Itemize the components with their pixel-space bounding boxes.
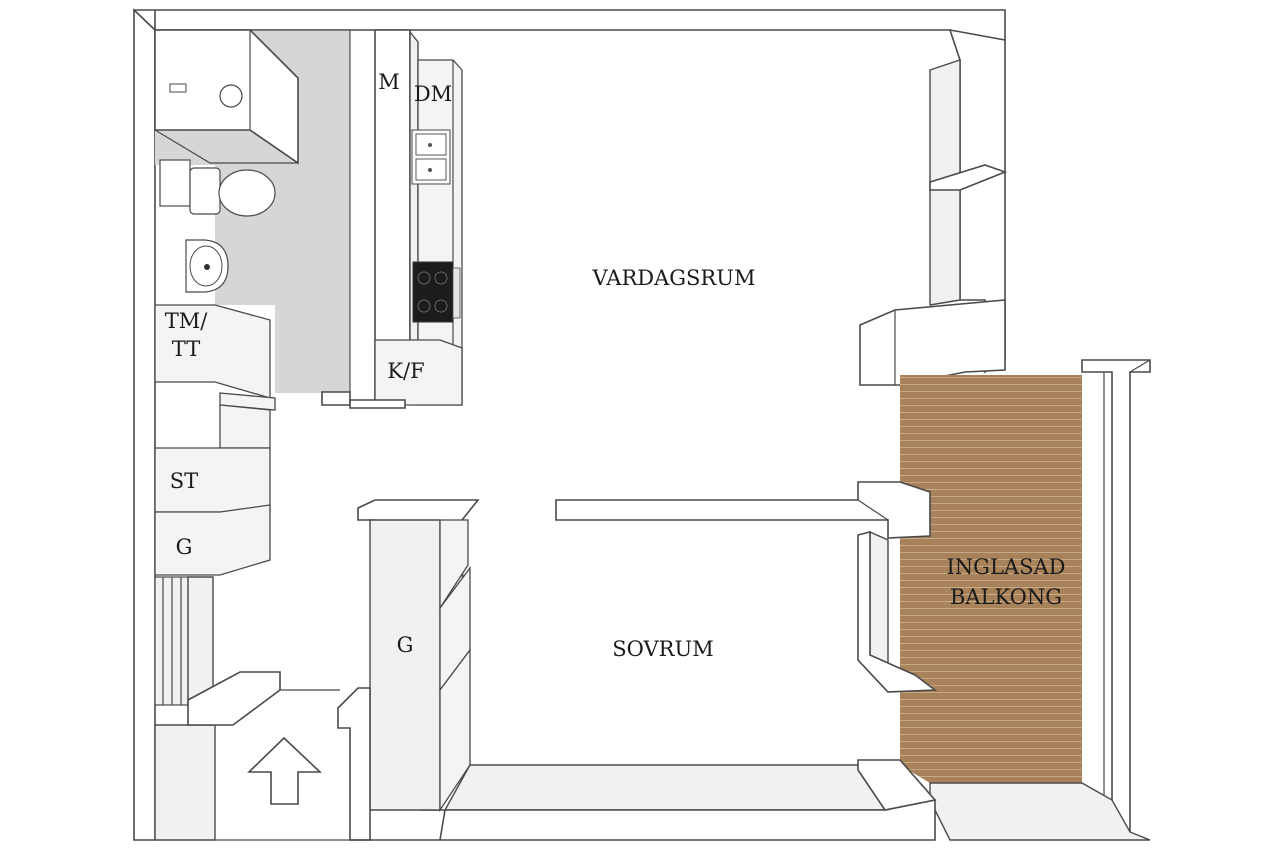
- balcony-label-2: BALKONG: [950, 585, 1062, 609]
- living-room-label: VARDAGSRUM: [592, 266, 756, 290]
- shower-icon: [154, 29, 299, 165]
- dishwasher-label: DM: [414, 82, 452, 106]
- bedroom-label: SOVRUM: [612, 637, 713, 661]
- washer-dryer-label-2: TT: [172, 337, 200, 361]
- balcony: INGLASAD BALKONG: [900, 359, 1151, 841]
- stove-icon: [412, 261, 461, 323]
- kitchen: M DM K/F: [349, 29, 463, 409]
- fridge-freezer-label: K/F: [387, 359, 424, 383]
- hall-storage: ST G: [154, 392, 281, 726]
- washer-dryer-label-1: TM/: [165, 309, 209, 333]
- entrance-walls: [215, 689, 350, 841]
- radiator-icon: [154, 576, 189, 706]
- microwave-label: M: [378, 70, 400, 94]
- balcony-floor: [900, 375, 1082, 783]
- entrance-arrow-icon: [247, 736, 323, 805]
- living-window-wall: [859, 59, 1008, 386]
- outer-walls: [133, 8, 1006, 841]
- bedroom: G SOVRUM: [337, 499, 938, 841]
- balcony-label-1: INGLASAD: [947, 555, 1066, 579]
- partition-wall: [555, 481, 931, 539]
- bedroom-wardrobe-label: G: [397, 633, 414, 657]
- kitchen-sink-icon: [411, 129, 451, 185]
- storage-label: ST: [170, 469, 198, 493]
- bathroom: TM/ TT: [154, 29, 351, 406]
- hall-wardrobe-label: G: [176, 535, 193, 559]
- sink-icon: [185, 239, 229, 293]
- toilet-icon: [159, 159, 276, 217]
